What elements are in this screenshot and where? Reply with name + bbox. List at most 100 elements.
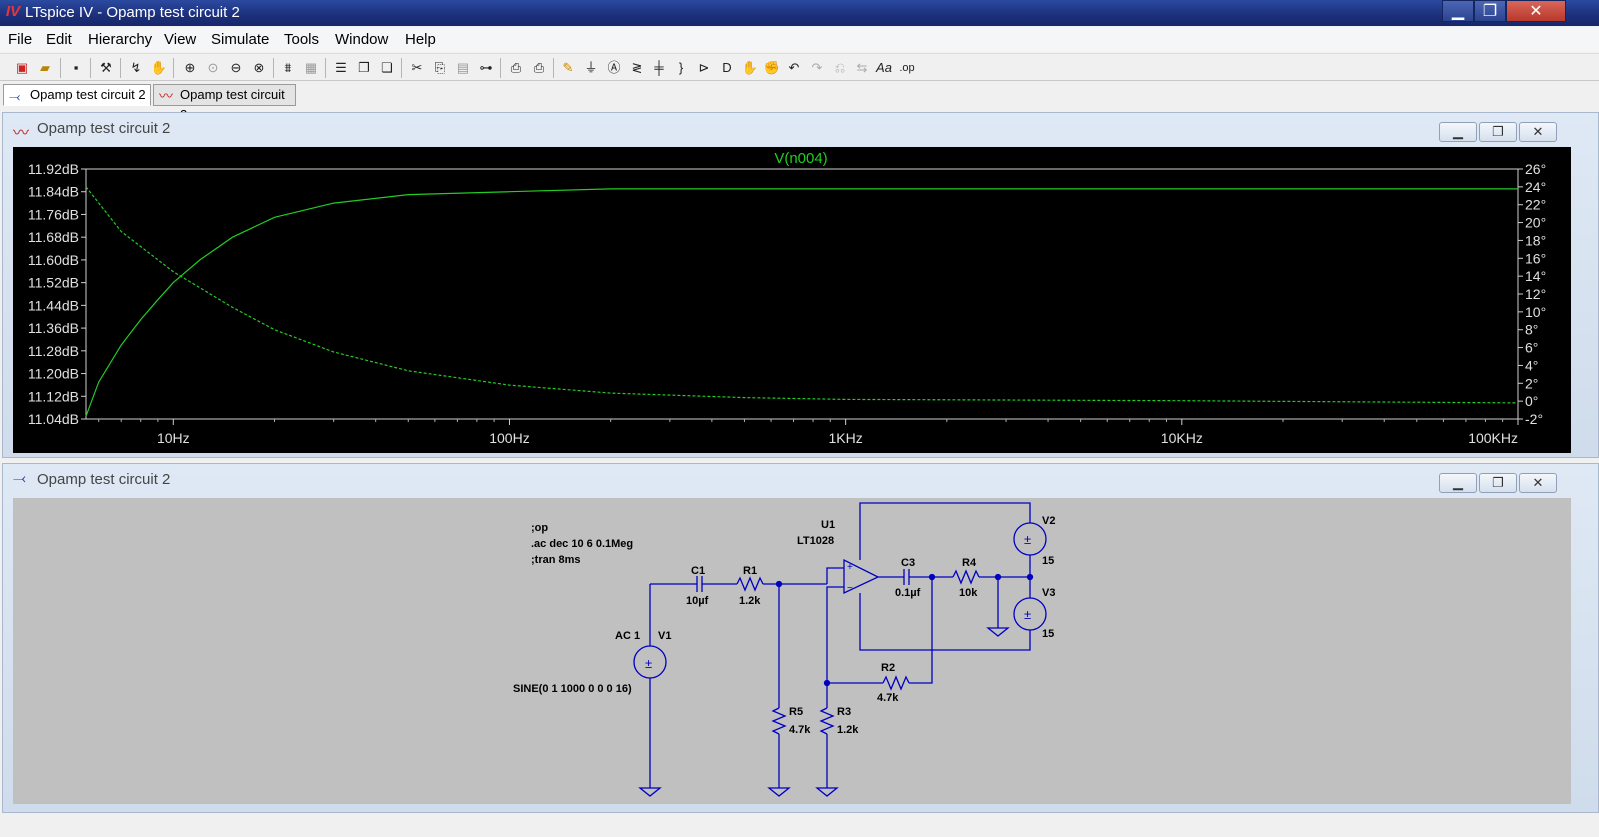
restore-button[interactable]: ❐ xyxy=(1474,0,1506,22)
autorange-icon[interactable]: ⩩ xyxy=(284,60,292,75)
clear-plot-icon[interactable]: ▦ xyxy=(304,60,318,75)
schematic-window: ⤙ Opamp test circuit 2 ▁ ❐ ✕ xyxy=(2,463,1599,813)
resistor-icon[interactable]: ≷ xyxy=(631,60,643,75)
menu-tools[interactable]: Tools xyxy=(284,31,320,48)
menu-window[interactable]: Window xyxy=(335,31,389,48)
zoom-out-icon[interactable]: ⊖ xyxy=(230,60,242,75)
v3-value[interactable]: 15 xyxy=(1042,628,1054,640)
paste-icon[interactable]: ▤ xyxy=(456,60,470,75)
menu-view[interactable]: View xyxy=(164,31,197,48)
menu-file[interactable]: File xyxy=(8,31,33,48)
copy-icon[interactable]: ⎘ xyxy=(434,60,446,75)
zoom-fit-icon[interactable]: ⊗ xyxy=(253,60,265,75)
r4-name[interactable]: R4 xyxy=(962,557,977,569)
ground-icon[interactable]: ⏚ xyxy=(584,60,598,75)
tile-vertical-icon[interactable]: ❏ xyxy=(381,60,393,75)
minimize-button[interactable]: ▁ xyxy=(1442,0,1474,22)
v1-name[interactable]: V1 xyxy=(658,630,671,642)
u1-name[interactable]: U1 xyxy=(821,519,835,531)
move-icon[interactable]: ✋ xyxy=(741,60,759,75)
menu-help[interactable]: Help xyxy=(405,31,436,48)
mirror-icon[interactable]: ⇆ xyxy=(856,60,868,75)
u1-value[interactable]: LT1028 xyxy=(797,535,834,547)
y-right-tick-label: 2° xyxy=(1525,375,1538,391)
print-icon[interactable]: ⎙ xyxy=(533,60,545,75)
undo-icon[interactable]: ↶ xyxy=(788,60,800,75)
r2-name[interactable]: R2 xyxy=(881,662,895,674)
trace-label[interactable]: V(n004) xyxy=(774,150,827,167)
menu-edit[interactable]: Edit xyxy=(46,31,72,48)
x-tick-label: 10KHz xyxy=(1161,430,1203,446)
plot-window-title: Opamp test circuit 2 xyxy=(37,120,171,137)
directive-op[interactable]: ;op xyxy=(531,522,548,534)
diode-icon[interactable]: ⊳ xyxy=(698,60,710,75)
find-icon[interactable]: ⊶ xyxy=(479,60,493,75)
open-icon[interactable]: ▰ xyxy=(40,60,50,75)
close-button[interactable]: ✕ xyxy=(1506,0,1566,22)
r1-value[interactable]: 1.2k xyxy=(739,595,761,607)
menu-hierarchy[interactable]: Hierarchy xyxy=(88,31,153,48)
zoom-in-icon[interactable]: ⊕ xyxy=(184,60,196,75)
r1-name[interactable]: R1 xyxy=(743,565,757,577)
r2-value[interactable]: 4.7k xyxy=(877,692,899,704)
text-icon[interactable]: Aa xyxy=(876,60,892,75)
v3-name[interactable]: V3 xyxy=(1042,587,1055,599)
directive-ac[interactable]: .ac dec 10 6 0.1Meg xyxy=(531,538,633,550)
y-right-tick-label: -2° xyxy=(1525,411,1543,427)
schematic-minimize-button[interactable]: ▁ xyxy=(1439,473,1477,493)
v2-value[interactable]: 15 xyxy=(1042,555,1054,567)
draw-wire-icon[interactable]: ✎ xyxy=(562,60,574,75)
new-schematic-icon[interactable]: ▣ xyxy=(15,60,29,75)
c3-value[interactable]: 0.1µf xyxy=(895,587,921,599)
directive-tran[interactable]: ;tran 8ms xyxy=(531,554,581,566)
menu-simulate[interactable]: Simulate xyxy=(211,31,270,48)
c1-name[interactable]: C1 xyxy=(691,565,705,577)
y-right-tick-label: 20° xyxy=(1525,215,1546,231)
y-right-tick-label: 10° xyxy=(1525,304,1546,320)
r5-value[interactable]: 4.7k xyxy=(789,724,811,736)
drag-icon[interactable]: ✊ xyxy=(763,60,781,75)
component-icon[interactable]: D xyxy=(722,60,732,75)
v1-value[interactable]: SINE(0 1 1000 0 0 0 16) xyxy=(513,683,632,695)
print-setup-icon[interactable]: ⎙ xyxy=(510,60,522,75)
r3-value[interactable]: 1.2k xyxy=(837,724,859,736)
rotate-icon[interactable]: ⎌ xyxy=(834,60,846,75)
y-left-tick-label: 11.20dB xyxy=(28,366,79,382)
spice-directive-icon[interactable]: .op xyxy=(899,62,915,74)
cascade-icon[interactable]: ❐ xyxy=(358,60,370,75)
r5-name[interactable]: R5 xyxy=(789,706,803,718)
tab-schematic[interactable]: ⤙ Opamp test circuit 2 xyxy=(3,84,151,106)
pan-icon[interactable]: ⊙ xyxy=(207,60,219,75)
document-tabs: ⤙ Opamp test circuit 2 〰 Opamp test circ… xyxy=(0,82,1599,122)
v2-name[interactable]: V2 xyxy=(1042,515,1055,527)
label-net-icon[interactable]: Ⓐ xyxy=(607,60,621,75)
y-left-tick-label: 11.28dB xyxy=(28,343,79,359)
inductor-icon[interactable]: } xyxy=(678,60,684,75)
resistor-r1-symbol xyxy=(736,576,764,592)
svg-text:±: ± xyxy=(1024,607,1031,622)
r4-value[interactable]: 10k xyxy=(959,587,978,599)
control-panel-icon[interactable]: ⚒ xyxy=(100,60,112,75)
schematic-canvas[interactable]: ± ± ± + − ;op .ac dec 10 6 0.1Meg ;tran … xyxy=(13,498,1571,804)
r3-name[interactable]: R3 xyxy=(837,706,851,718)
schematic-restore-button[interactable]: ❐ xyxy=(1479,473,1517,493)
resistor-r5-symbol xyxy=(771,707,787,735)
wire xyxy=(909,577,933,684)
run-icon[interactable]: ↯ xyxy=(130,60,142,75)
svg-text:±: ± xyxy=(645,656,652,671)
tile-horizontal-icon[interactable]: ☰ xyxy=(335,60,347,75)
save-icon[interactable]: ▪ xyxy=(73,60,79,75)
tab-waveform[interactable]: 〰 Opamp test circuit 2 xyxy=(153,84,296,122)
redo-icon[interactable]: ↷ xyxy=(811,60,823,75)
c3-name[interactable]: C3 xyxy=(901,557,915,569)
schematic-close-button[interactable]: ✕ xyxy=(1519,473,1557,493)
c1-value[interactable]: 10µf xyxy=(686,595,709,607)
cut-icon[interactable]: ✂ xyxy=(411,60,423,75)
halt-icon[interactable]: ✋ xyxy=(150,60,168,75)
plot-minimize-button[interactable]: ▁ xyxy=(1439,122,1477,142)
plot-restore-button[interactable]: ❐ xyxy=(1479,122,1517,142)
capacitor-icon[interactable]: ╪ xyxy=(654,60,664,75)
plot-close-button[interactable]: ✕ xyxy=(1519,122,1557,142)
y-left-tick-label: 11.12dB xyxy=(28,388,79,404)
